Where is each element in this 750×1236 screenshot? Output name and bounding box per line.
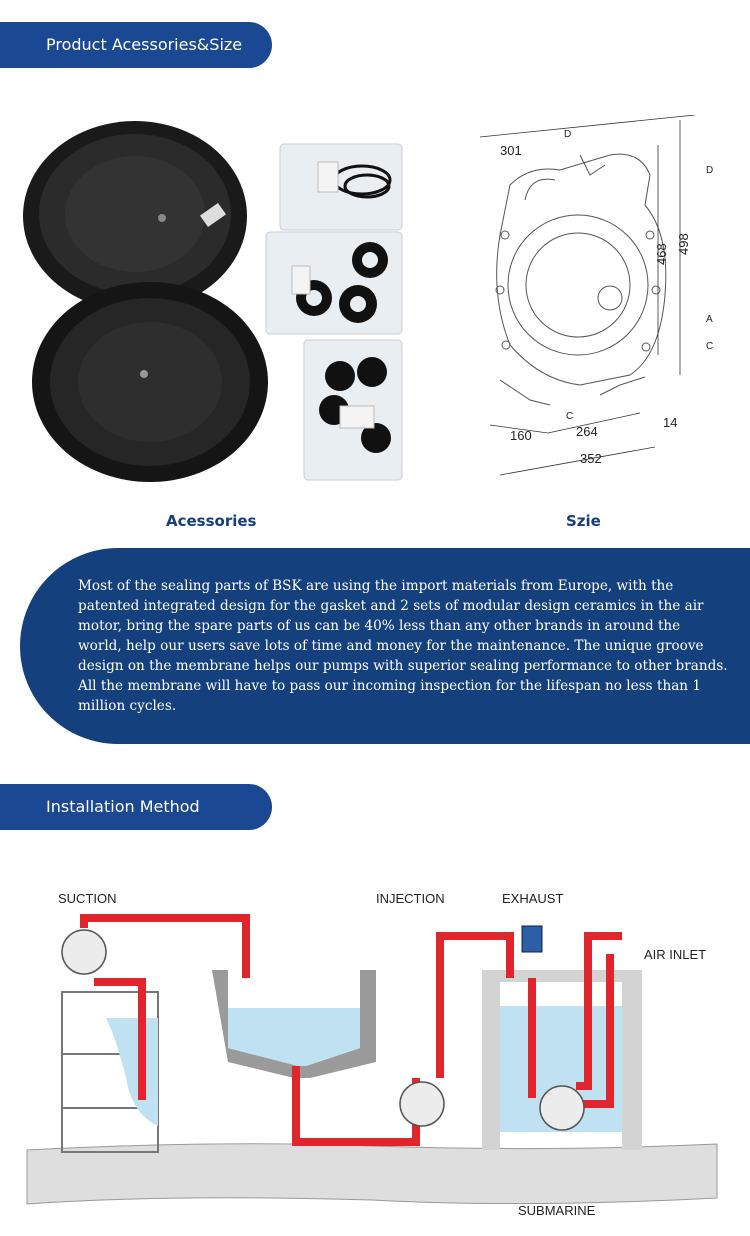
section-title: Installation Method [46, 797, 200, 816]
label-air-inlet: AIR INLET [644, 947, 706, 962]
description-text: Most of the sealing parts of BSK are usi… [78, 578, 728, 714]
caption-accessories: Acessories [166, 512, 257, 530]
label-exhaust: EXHAUST [502, 891, 563, 906]
letter-c-right: C [706, 341, 713, 352]
section-title: Product Acessories&Size [46, 35, 243, 54]
description-banner: Most of the sealing parts of BSK are usi… [20, 548, 750, 744]
dim-160: 160 [510, 428, 532, 443]
dim-301: 301 [500, 143, 522, 158]
dim-468: 468 [654, 243, 669, 265]
label-suction: SUCTION [58, 891, 117, 906]
label-injection: INJECTION [376, 891, 445, 906]
letter-a: A [706, 314, 713, 325]
dim-264: 264 [576, 424, 598, 439]
letter-d-top: D [564, 129, 571, 140]
letter-c-bottom: C [566, 411, 573, 422]
section-header-accessories-size: Product Acessories&Size [0, 22, 272, 68]
letter-d-right: D [706, 165, 713, 176]
accessories-photo [23, 121, 403, 482]
size-drawing: 301 468 498 160 264 14 352 D D A C C [479, 115, 713, 476]
installation-diagram: SUCTION INJECTION EXHAUST AIR INLET SUBM… [26, 891, 718, 1218]
dim-498: 498 [676, 233, 691, 255]
caption-size: Szie [566, 512, 601, 530]
dim-352: 352 [580, 451, 602, 466]
dim-14: 14 [663, 415, 677, 430]
label-submarine: SUBMARINE [518, 1203, 596, 1218]
section-header-installation: Installation Method [0, 784, 272, 830]
